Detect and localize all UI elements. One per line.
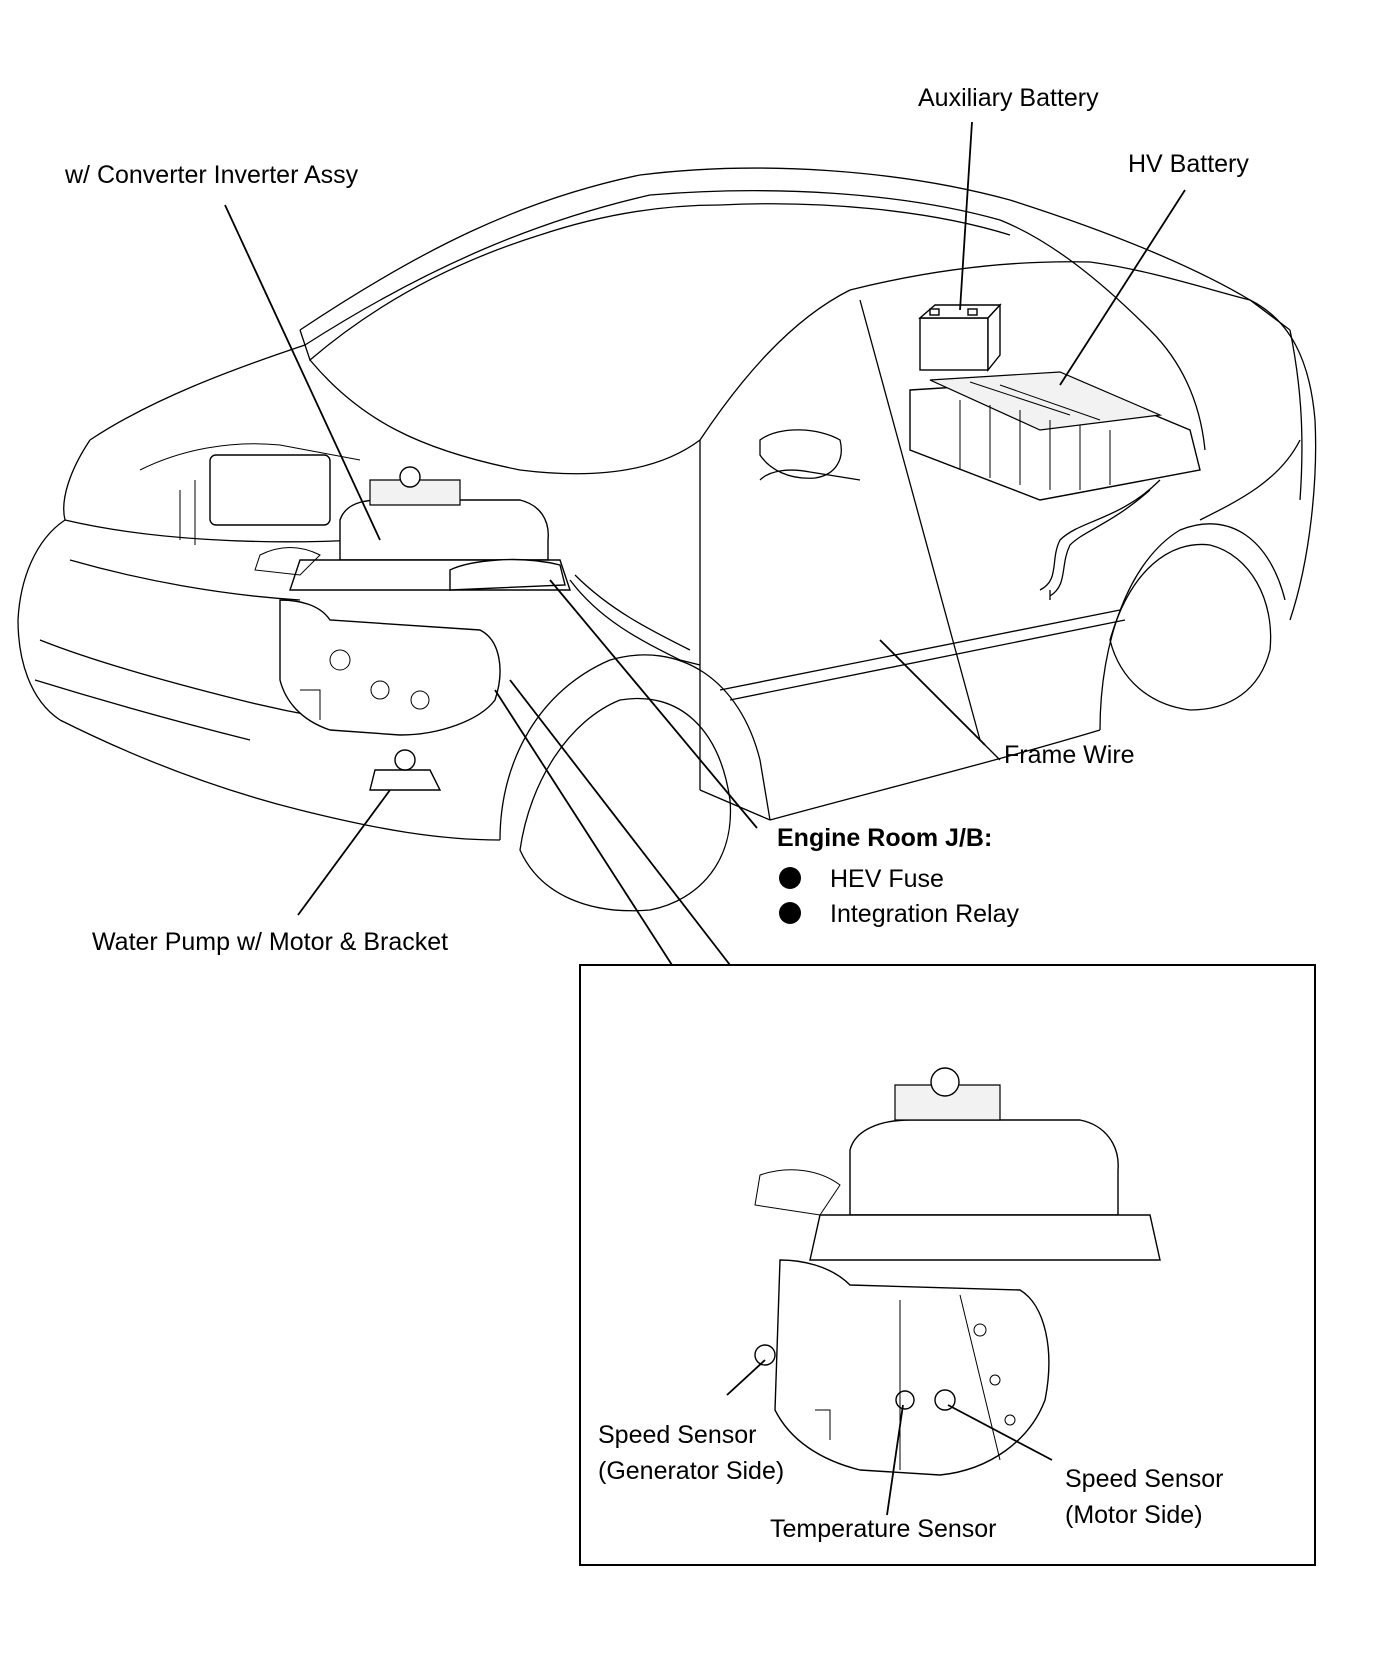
auxiliary-battery — [919, 317, 989, 371]
label-integration-relay: Integration Relay — [830, 900, 1020, 928]
car-body — [17, 167, 1317, 912]
label-speed-sensor-gen-line1: Speed Sensor — [598, 1421, 756, 1449]
bullet-hev-fuse — [779, 867, 801, 889]
label-speed-sensor-gen-line2: (Generator Side) — [598, 1457, 784, 1485]
inset-inverter-cover — [849, 1119, 1119, 1216]
label-speed-sensor-motor-line1: Speed Sensor — [1065, 1465, 1223, 1493]
label-frame-wire: Frame Wire — [1004, 741, 1135, 769]
speed-sensor-motor — [934, 1389, 956, 1411]
label-hv-battery: HV Battery — [1128, 150, 1249, 178]
label-converter-inverter-assy: w/ Converter Inverter Assy — [64, 161, 359, 189]
inset-frame — [579, 964, 1316, 1566]
bullet-integration-relay — [779, 902, 801, 924]
engine-cover — [209, 454, 331, 526]
leader-lines — [224, 121, 1186, 1516]
temperature-sensor — [895, 1390, 915, 1410]
inset-transaxle — [774, 1259, 1050, 1476]
label-temperature-sensor: Temperature Sensor — [770, 1515, 997, 1543]
labels: Auxiliary Battery HV Battery w/ Converte… — [64, 84, 1249, 1543]
label-auxiliary-battery: Auxiliary Battery — [918, 84, 1099, 112]
label-hev-fuse: HEV Fuse — [830, 865, 944, 893]
inverter-cover — [339, 499, 549, 561]
engine-room — [139, 443, 701, 791]
speed-sensor-generator — [754, 1344, 776, 1366]
label-speed-sensor-motor-line2: (Motor Side) — [1065, 1501, 1203, 1529]
batteries — [909, 303, 1201, 600]
label-engine-room-jb: Engine Room J/B: — [777, 824, 992, 852]
engine-room-jb — [449, 558, 566, 591]
water-pump — [369, 769, 442, 791]
transaxle — [279, 599, 501, 736]
label-water-pump: Water Pump w/ Motor & Bracket — [92, 928, 448, 956]
